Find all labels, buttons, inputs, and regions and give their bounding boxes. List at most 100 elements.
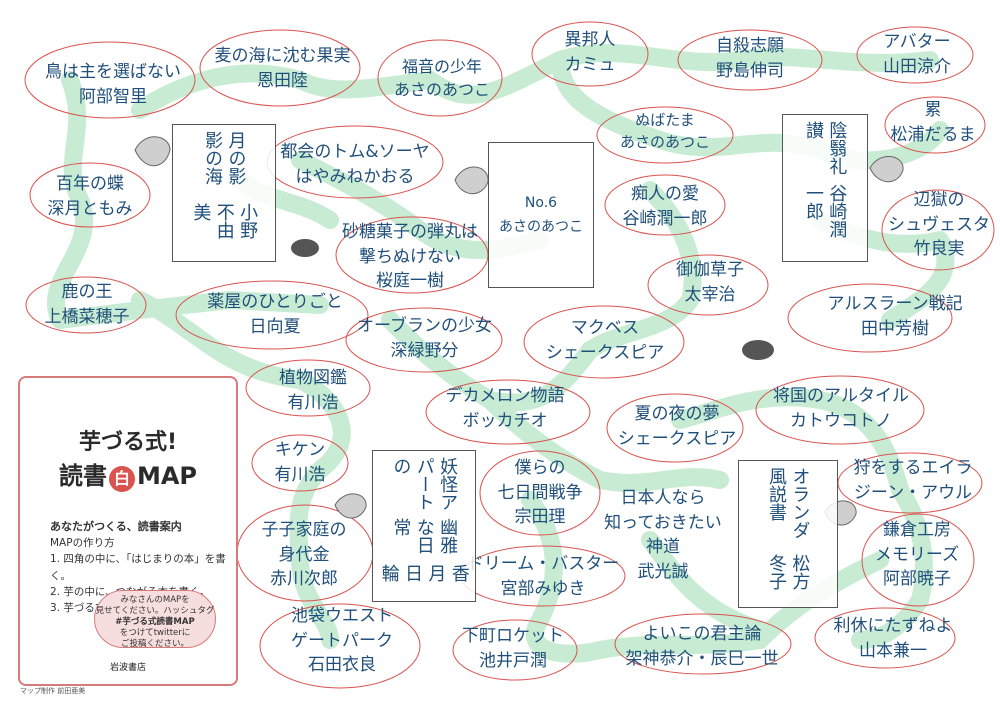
book-title: ぬばたま: [635, 111, 695, 129]
book-hyakunen: 百年の蝶深月ともみ: [30, 172, 150, 221]
book-title: 利休にたずねよ: [833, 616, 953, 636]
book-title: シュヴェスタ: [888, 214, 990, 235]
book-author: 松浦だるま: [890, 124, 976, 145]
book-title: 七日間戦争: [497, 482, 583, 503]
book-decameron: デカメロン物語ボッカチオ: [430, 384, 580, 433]
howto-heading: MAPの作り方: [50, 537, 115, 550]
book-title: ドリーム・バスター: [466, 554, 620, 574]
book-title: ゲートパーク: [291, 630, 393, 651]
book-author: ジーン・アウル: [853, 482, 973, 503]
book-author: 桜庭一樹: [376, 271, 444, 292]
howto-step: 1. 四角の中に、「はじまりの本」を書く。: [50, 553, 226, 582]
book-author: 深月ともみ: [47, 198, 133, 219]
mole-icon: [291, 239, 319, 257]
book-title: 薬屋のひとりごと: [207, 292, 343, 312]
bubble-line: #芋づる式読書MAP: [115, 617, 195, 628]
book-author: あさのあつこ: [393, 80, 490, 100]
book-nubatama: ぬばたまあさのあつこ: [605, 110, 725, 154]
book-author: あさのあつこ: [619, 132, 710, 151]
book-author: 宗田理: [514, 507, 566, 528]
book-ihoujin: 異邦人カミュ: [540, 28, 640, 77]
book-author: 上橋菜穂子: [44, 306, 130, 327]
book-arslan: アルスラーン戦記田中芳樹: [810, 292, 980, 341]
start-book-inei: 陰翳礼讃谷崎潤一郎: [782, 114, 868, 262]
book-author: 池井戸潤: [479, 650, 547, 671]
book-title: 鳥は主を選ばない: [45, 62, 181, 82]
card-title-circle: 白: [108, 466, 135, 492]
book-author: はやみねかおる: [295, 166, 415, 187]
card-title-line1: 芋づる式!: [78, 430, 178, 455]
book-author: 山本兼一: [859, 640, 927, 661]
book-author: カミュ: [564, 54, 616, 75]
book-nihonjin: 日本人なら知っておきたい神道武光誠: [598, 486, 728, 585]
mole-icon: [742, 340, 774, 360]
card-title: 芋づる式!: [20, 424, 236, 456]
book-macbeth: マクベスシェークスピア: [540, 316, 670, 365]
book-title: 下町ロケット: [462, 626, 564, 646]
book-title: 身代金: [278, 544, 330, 565]
book-author: 赤川次郎: [270, 569, 338, 590]
book-mugi: 麦の海に沈む果実恩田陸: [200, 44, 365, 93]
book-title: 植物図鑑: [279, 368, 347, 388]
book-shokubutsu: 植物図鑑有川浩: [258, 366, 368, 415]
book-title: 砂糖菓子の弾丸は: [342, 222, 478, 242]
book-author: 山田涼介: [883, 56, 951, 77]
book-title: 夏の夜の夢: [634, 404, 720, 424]
book-title: 幽雅な日常: [390, 518, 459, 555]
credit: マップ制作 前田亜美: [20, 687, 86, 695]
book-author: 深緑野分: [390, 340, 459, 361]
book-dream: ドリーム・バスター宮部みゆき: [458, 552, 628, 601]
book-author: 架神恭介・辰巳一世: [625, 648, 779, 669]
book-title: 麦の海に沈む果実: [214, 46, 351, 66]
book-karasu: 鳥は主を選ばない阿部智里: [38, 60, 188, 109]
mole-icons: [291, 239, 774, 360]
book-title: 神道: [646, 537, 680, 558]
publisher: 岩波書店: [109, 663, 146, 673]
book-title: オーブランの少女: [357, 316, 492, 336]
leaf-icon: [134, 136, 171, 167]
start-book-youkai: 妖怪アパートの幽雅な日常香月日輪: [372, 450, 476, 602]
howto-intro: あなたがつくる、読書案内: [50, 520, 182, 533]
book-author: 田中芳樹: [861, 318, 929, 339]
book-title: 鎌倉工房: [883, 520, 951, 540]
book-author: 阿部暁子: [883, 569, 951, 590]
book-kokatei: 子子家庭の身代金赤川次郎: [244, 518, 364, 592]
book-chijin: 痴人の愛谷崎潤一郎: [610, 182, 720, 231]
book-title: 辺獄の: [913, 190, 965, 210]
book-author: 太宰治: [684, 284, 736, 305]
book-shitamachi: 下町ロケット池井戸潤: [448, 624, 578, 673]
book-title: 異邦人: [564, 30, 616, 50]
book-rikyu: 利休にたずねよ山本兼一: [818, 614, 968, 663]
book-title: 累: [924, 100, 942, 120]
book-shougi: 将国のアルタイルカトウコトノ: [766, 384, 916, 433]
book-title: デカメロン物語: [445, 386, 565, 406]
book-title: No.6: [524, 194, 558, 211]
book-title: 痴人の愛: [631, 184, 699, 204]
bubble-line: 見せてください。ハッシュタグ: [95, 606, 215, 617]
book-title: オランダ風説書: [766, 467, 811, 539]
book-author: ボッカチオ: [462, 410, 548, 431]
book-author: 松方冬子: [766, 554, 811, 591]
book-author: 宮部みゆき: [500, 578, 586, 599]
book-title: 都会のトム&ソーヤ: [280, 142, 430, 162]
potato-outlines: [24, 21, 995, 689]
book-title: マクベス: [570, 318, 640, 338]
book-tokai: 都会のトム&ソーヤはやみねかおる: [270, 140, 440, 189]
book-avatar: アバター山田涼介: [862, 30, 972, 79]
start-book-oranda: オランダ風説書松方冬子: [738, 460, 838, 608]
bubble-line: をつけてtwitterに: [119, 628, 191, 639]
book-rui: 累松浦だるま: [878, 98, 988, 147]
bubble-line: ご投稿ください。: [120, 639, 189, 650]
book-title: 百年の蝶: [56, 174, 124, 194]
book-title: 僕らの: [514, 458, 566, 478]
book-author: 小野不由美: [190, 202, 259, 239]
book-author: 武光誠: [637, 561, 689, 582]
book-title: 池袋ウエスト: [291, 606, 393, 626]
book-author: 竹良実: [913, 239, 965, 260]
book-otogi: 御伽草子太宰治: [655, 258, 765, 307]
leaf-icon: [869, 156, 904, 183]
book-title: 妖怪アパートの: [390, 457, 459, 511]
book-author: 香月日輪: [378, 563, 470, 582]
